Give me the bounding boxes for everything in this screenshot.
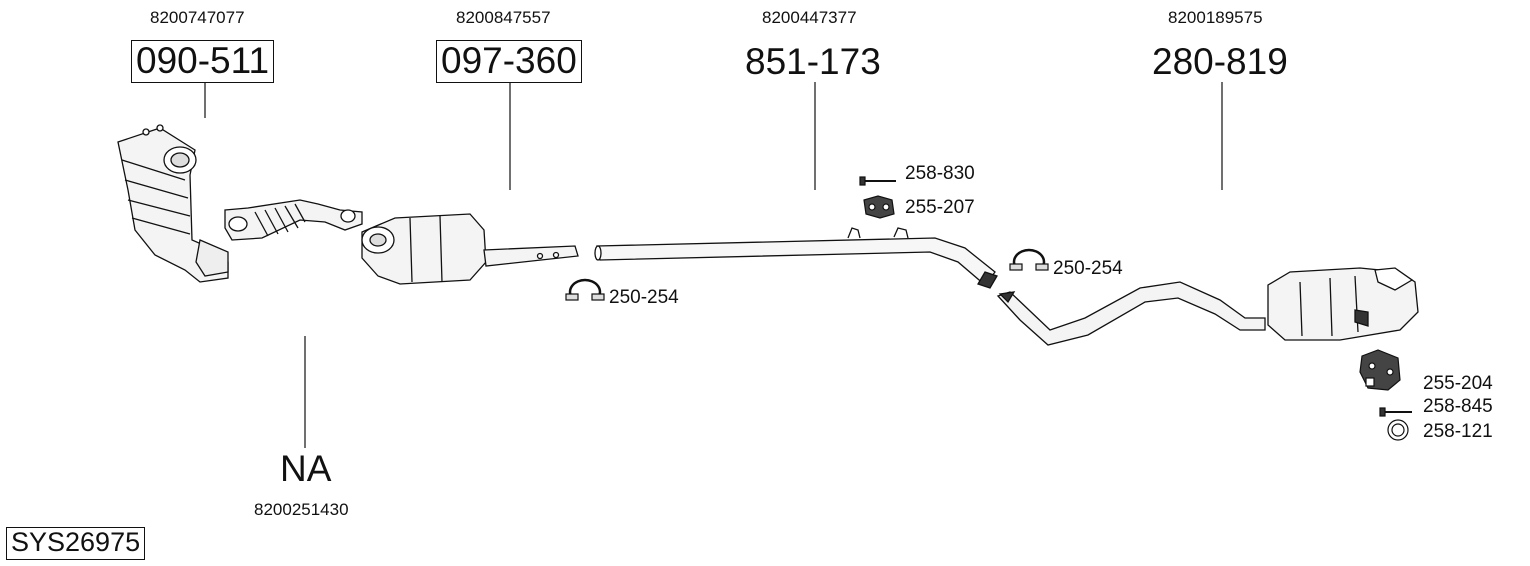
accessory-ref-label[interactable]: 255-204 xyxy=(1423,373,1493,394)
rubber-mount-icon xyxy=(863,195,895,219)
part-ref-label[interactable]: NA xyxy=(280,448,332,489)
pipe-clamp-icon xyxy=(1009,248,1049,271)
oem-number: 8200447377 xyxy=(762,8,857,27)
middle-pipe-drawing xyxy=(594,227,998,289)
oem-number: 8200747077 xyxy=(150,8,245,27)
accessory-ref-label[interactable]: 258-845 xyxy=(1423,396,1493,417)
part-ref-label[interactable]: 090-511 xyxy=(131,40,275,83)
rear-silencer-drawing xyxy=(996,267,1419,346)
sealing-ring-icon xyxy=(1387,419,1409,441)
rubber-mount-icon xyxy=(1359,349,1401,391)
part-ref-label[interactable]: 097-360 xyxy=(436,40,582,83)
catalyst-drawing xyxy=(361,213,579,285)
bolt-icon xyxy=(1379,407,1412,417)
manifold-catalyst-drawing xyxy=(117,124,363,283)
system-code-label: SYS26975 xyxy=(6,527,146,560)
part-ref-label[interactable]: 851-173 xyxy=(745,41,881,82)
accessory-ref-label[interactable]: 255-207 xyxy=(905,197,975,218)
pipe-clamp-icon xyxy=(565,278,605,301)
oem-number: 8200847557 xyxy=(456,8,551,27)
accessory-ref-label[interactable]: 258-121 xyxy=(1423,421,1493,442)
oem-number: 8200189575 xyxy=(1168,8,1263,27)
accessory-ref-label[interactable]: 250-254 xyxy=(1053,258,1123,279)
accessory-ref-label[interactable]: 250-254 xyxy=(609,287,679,308)
part-ref-label[interactable]: 280-819 xyxy=(1152,41,1288,82)
oem-number: 8200251430 xyxy=(254,500,349,519)
bolt-icon xyxy=(859,176,896,186)
accessory-ref-label[interactable]: 258-830 xyxy=(905,163,975,184)
